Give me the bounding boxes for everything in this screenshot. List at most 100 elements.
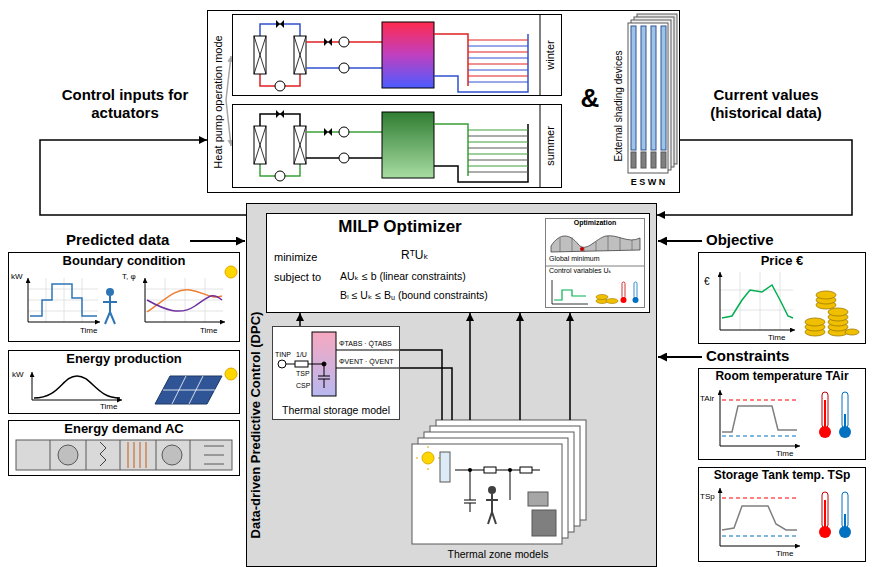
panel-title: Energy demand AC [10,422,238,437]
model-box: Thermal zone models [410,420,586,565]
storage-temperature-plot [722,497,798,498]
panel-fill [8,350,240,414]
production-plot [32,368,237,404]
input-panel: Energy production [8,350,240,414]
panel-fill [8,252,240,342]
optimization-inset [622,282,625,298]
panel-title: Storage Tank temp. TSp [700,469,864,483]
thermal-zone-drawing [532,510,556,536]
shading-device [631,26,636,150]
thermal-zone-drawing [412,420,586,544]
group-heading: Predicted data [66,231,169,248]
heat-pump-winter [294,36,306,74]
thermal-zone-drawing [484,467,496,473]
boundary-plots [145,278,225,322]
heat-pump-summer [434,124,468,176]
boundary-plots [106,288,114,296]
shading-device [641,152,646,168]
storage-temperature-plot [722,535,798,536]
heat-pump-winter [276,20,284,28]
heat-pump-winter [324,38,332,46]
heat-pump-summer [254,126,266,164]
price-plot [720,272,859,336]
formula: RᵀUₖ [401,249,429,263]
panel-fill [266,213,650,313]
air-handling-unit [162,445,182,465]
production-plot [225,368,237,380]
room-temperature-plot [722,399,798,400]
connector-arrow [469,313,471,420]
heat-pump-summer [260,114,300,126]
shading-device [651,26,656,150]
optimization-inset [552,280,588,304]
constraint-panel: Room temperature TAir [698,368,866,460]
symbol-label: TINP [275,351,291,359]
boundary-plots [225,266,237,278]
price-plot [805,318,825,326]
heat-pump-winter [275,81,285,91]
symbol-label: 1/U [296,351,307,359]
axis-label: € [704,276,710,288]
boundary-plots [30,284,97,316]
air-handling-unit [128,442,146,468]
heat-pump-summer [254,126,266,164]
inset-box: OptimizationGlobal minimumControl variab… [545,218,645,308]
connector-arrow [569,313,571,420]
panel-fill [698,467,866,562]
inset-title: Optimization [547,219,643,227]
shading-device [641,26,646,150]
price-plot [720,272,795,330]
shading-device [661,152,666,168]
storage-temperature-plot [720,488,851,546]
rotated-heading: External shading devices [613,50,625,161]
production-plot [163,376,215,404]
thermal-zone-drawing [486,494,498,524]
thermal-zone-drawing [412,444,562,544]
panel-fill [207,10,680,193]
price-plot [722,285,793,318]
price-plot [720,272,793,330]
axis-label: Time [80,326,97,335]
mode-label: winter [544,40,557,69]
boundary-plots [28,278,100,322]
input-arrows [190,240,245,242]
panel-title: Energy production [10,352,238,367]
model-caption: Thermal zone models [413,548,583,560]
thermal-storage-drawing [322,362,326,366]
symbol-label: ΦTABS · Q̇TABS [339,340,392,348]
optimization-inset [596,295,608,300]
box-title: MILP Optimizer [290,217,510,237]
thermal-zone-drawing [528,492,548,506]
air-handling-unit [58,445,78,465]
heat-pump-winter [434,34,468,86]
symbol-label: CSP [296,382,310,390]
heat-pump-summer [339,153,349,163]
optimization-inset [554,290,586,300]
formula: AUₖ ≤ b (linear constraints) [340,270,466,282]
optimizer-box: MILP Optimizerminimizesubject toRᵀUₖAUₖ … [266,213,650,313]
heat-pump-summer [434,124,528,182]
heat-pump-winter [294,36,306,74]
rotated-heading: Heat pump operation mode [212,35,225,168]
air-handling-unit [16,440,232,470]
production-plot [155,376,222,404]
room-temperature-plot [722,406,797,432]
thermal-storage-drawing [318,366,330,388]
panel-fill [8,420,240,476]
axis-label: Time [776,549,793,558]
boundary-plots [103,296,117,324]
formula-keyword: subject to [274,271,321,284]
boundary-plots [28,266,237,324]
panel-fill [698,368,866,460]
optimization-inset [634,282,637,298]
heat-pump-summer [276,110,284,118]
input-panel: Energy demand AC [8,420,240,476]
optimization-inset [551,236,640,252]
shading-device [661,26,666,150]
heat-pump-winter [254,36,266,74]
optimization-inset [606,299,618,304]
optimization-inset [621,297,627,303]
thermal-zone-drawing [508,468,512,472]
